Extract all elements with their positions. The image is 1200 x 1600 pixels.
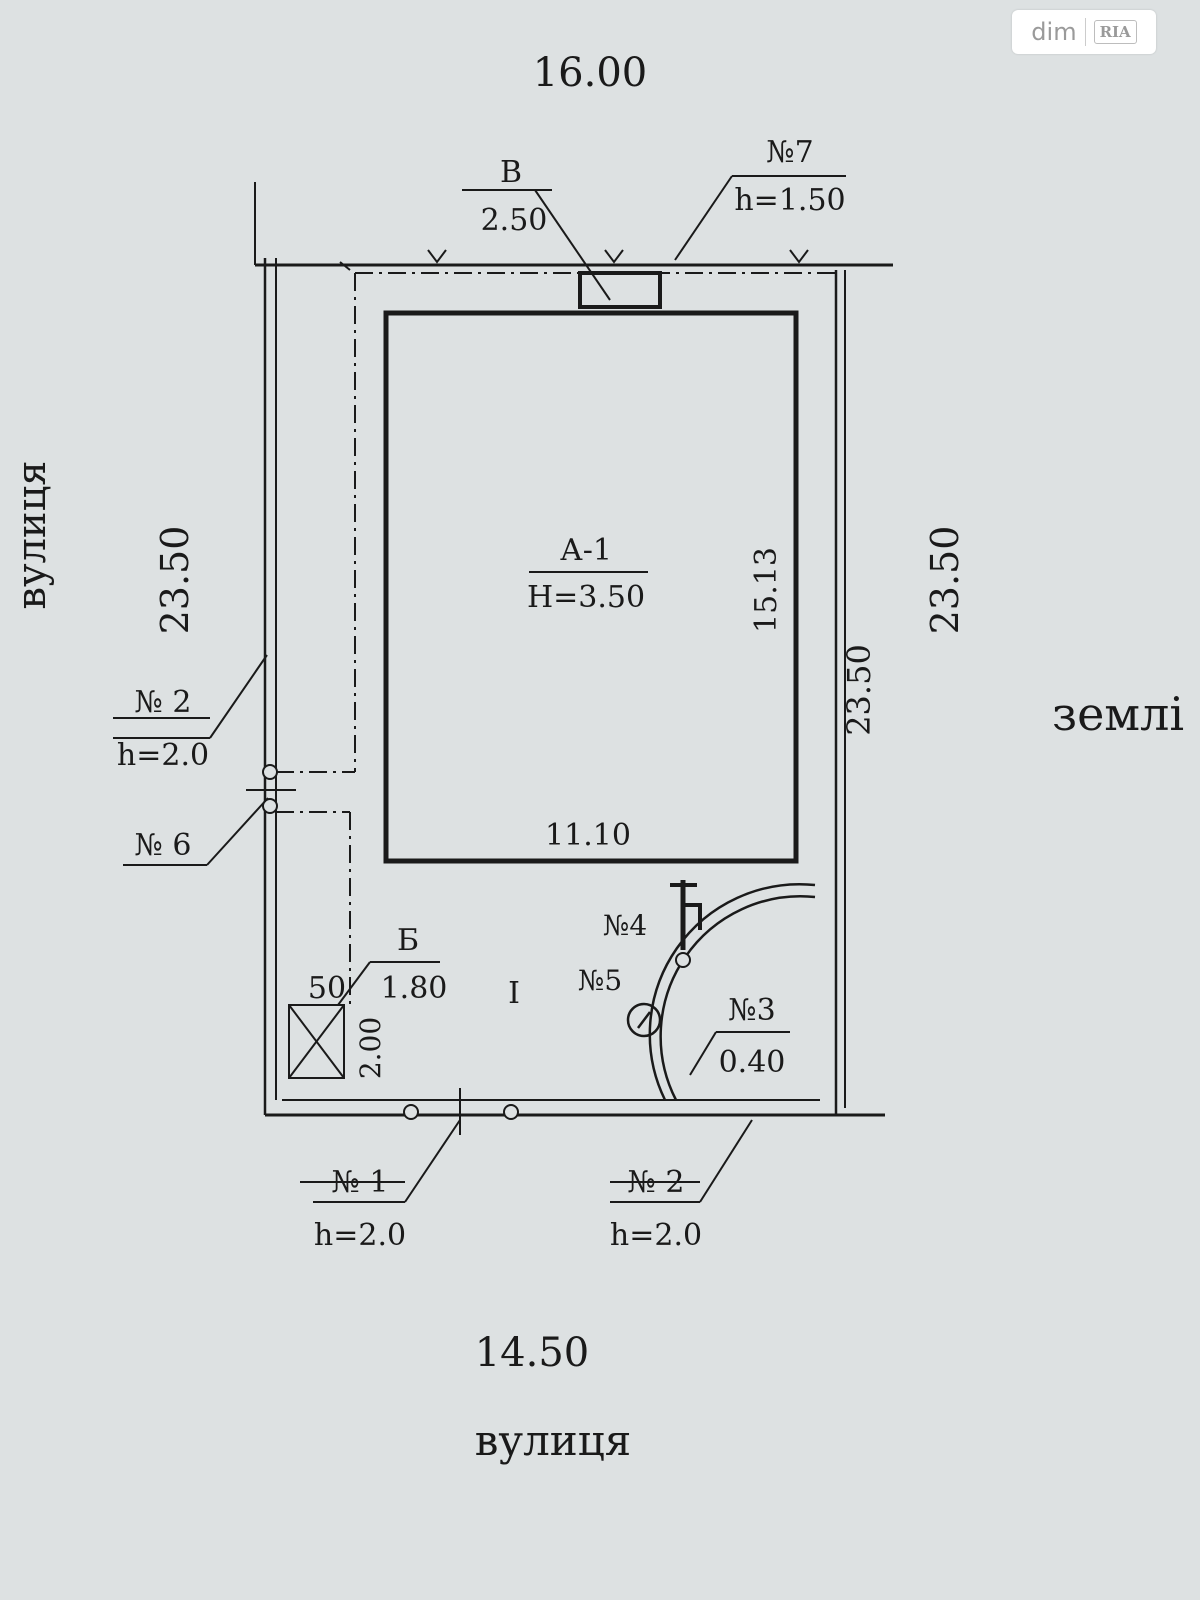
- neighbor-land-label: землі: [1052, 687, 1184, 741]
- structure-v: [578, 271, 662, 309]
- dash-dot-fence: [276, 272, 836, 1005]
- left-street-label: вулиця: [9, 460, 55, 609]
- fence-n7-label: №7: [766, 135, 813, 170]
- fence-n2-left-height: h=2.0: [117, 738, 209, 773]
- building-label: А-1: [560, 533, 612, 568]
- top-ticks: [339, 249, 809, 271]
- yard-label: I: [508, 976, 520, 1011]
- structure-b-depth: 2.00: [354, 1017, 387, 1079]
- ria-logo-icon: RIA: [1093, 20, 1137, 44]
- gate-markers: [246, 789, 461, 1135]
- structure-v-width: 2.50: [481, 203, 548, 238]
- plot-boundary: [254, 182, 893, 1117]
- building-a1: [383, 310, 799, 864]
- fence-n1-label: № 1: [331, 1165, 388, 1200]
- fence-n1-height: h=2.0: [314, 1218, 406, 1253]
- gate-n3-value: 0.40: [719, 1045, 786, 1080]
- structure-b-width: 1.80: [381, 971, 448, 1006]
- fence-n7-height: h=1.50: [734, 183, 845, 218]
- dim-ria-watermark: dim RIA: [1012, 10, 1156, 54]
- building-length: 15.13: [749, 547, 784, 633]
- building-height: Н=3.50: [527, 580, 645, 615]
- top-width-dimension: 16.00: [533, 50, 648, 96]
- hydrant-n4-label: №4: [603, 909, 647, 942]
- fence-n2-bottom-height: h=2.0: [610, 1218, 702, 1253]
- bottom-width-dimension: 14.50: [475, 1330, 590, 1376]
- left-length-dimension: 23.50: [153, 526, 197, 635]
- manhole-icon: [626, 1002, 662, 1038]
- fence-n2-bottom-label: № 2: [627, 1165, 684, 1200]
- gate-n6-label: № 6: [134, 828, 191, 863]
- gate-posts: [262, 764, 519, 1120]
- structure-v-label: В: [500, 155, 522, 190]
- structure-b: [288, 1004, 345, 1079]
- structure-b-offset: 50: [308, 971, 346, 1006]
- inner-right-length-dimension: 23.50: [840, 644, 878, 736]
- watermark-text: dim: [1031, 18, 1077, 46]
- gate-n3-label: №3: [728, 993, 775, 1028]
- right-length-dimension: 23.50: [923, 526, 967, 635]
- structure-b-label: Б: [397, 923, 419, 958]
- manhole-n5-label: №5: [578, 964, 622, 997]
- building-width: 11.10: [545, 818, 631, 853]
- fence-n2-left-label: № 2: [134, 685, 191, 720]
- hydrant-icon: [670, 880, 702, 968]
- leader-lines: [113, 175, 846, 1203]
- watermark-separator: [1084, 18, 1086, 46]
- bottom-street-label: вулиця: [475, 1416, 632, 1465]
- label-underlines: [113, 717, 700, 1183]
